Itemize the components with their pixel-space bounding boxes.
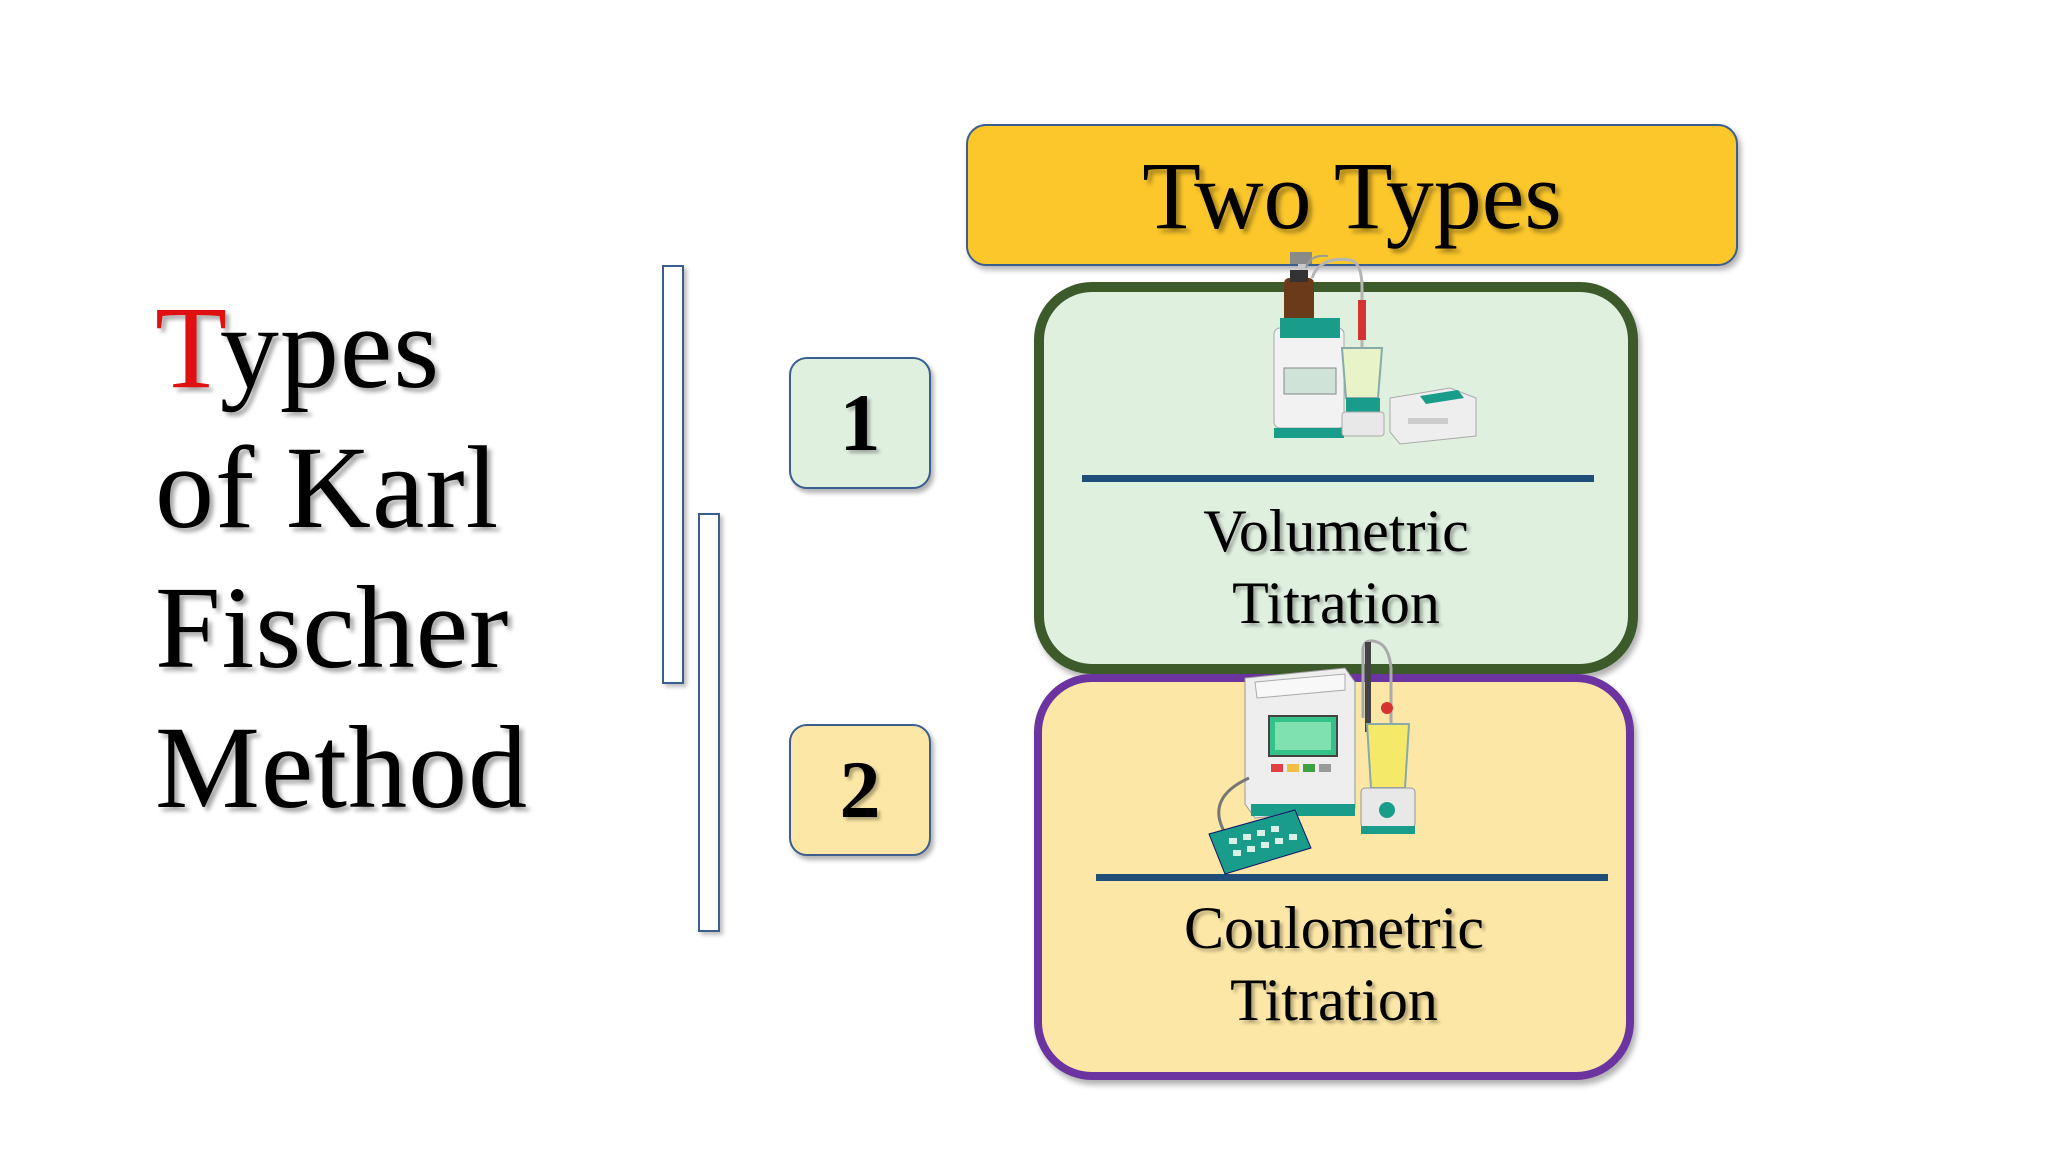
title-line-1: Types: [155, 278, 655, 418]
coulometric-label-line-1: Coulometric: [1184, 895, 1484, 961]
bracket-bar-2: [698, 513, 720, 932]
card-divider: [1096, 874, 1608, 881]
number-badge-2: 2: [789, 724, 931, 856]
title-line-3: Fischer: [155, 562, 510, 693]
volumetric-label-line-1: Volumetric: [1203, 498, 1469, 564]
title-line-4: Method: [155, 702, 529, 833]
volumetric-label-line-2: Titration: [1232, 570, 1440, 636]
coulometric-label-line-2: Titration: [1230, 967, 1438, 1033]
card-divider: [1082, 475, 1594, 482]
bracket-bar-1: [662, 265, 684, 684]
title-first-letter: T: [155, 282, 220, 413]
number-badge-1: 1: [789, 357, 931, 489]
slide-title: Types of Karl Fischer Method: [155, 278, 655, 838]
volumetric-titrator-icon: [1273, 252, 1477, 445]
coulometric-titrator-icon: [1208, 639, 1416, 875]
title-line-2: of Karl: [155, 422, 500, 553]
title-line-1-rest: ypes: [219, 282, 441, 413]
header-two-types: Two Types: [966, 124, 1738, 266]
coulometric-label: Coulometric Titration: [1042, 892, 1626, 1036]
volumetric-label: Volumetric Titration: [1044, 495, 1628, 639]
